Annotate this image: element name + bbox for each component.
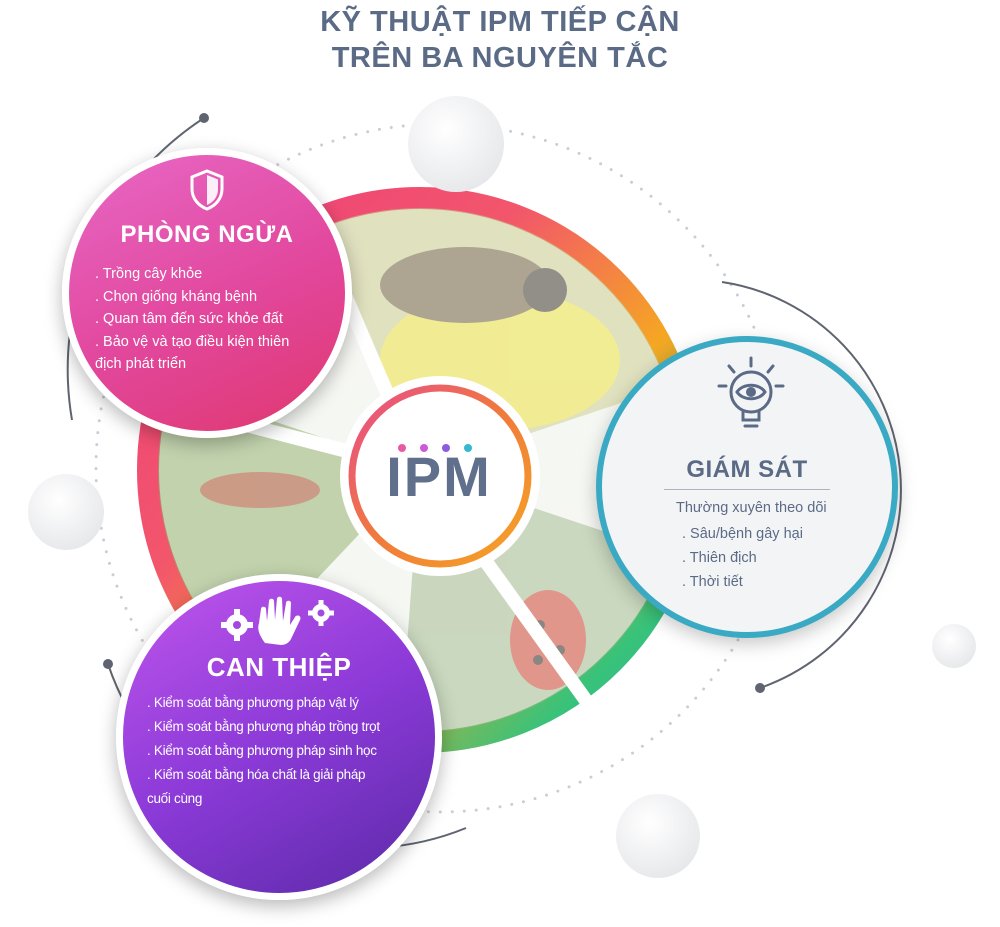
arc-right	[721, 281, 902, 689]
list-item: . Thiên địch	[682, 550, 757, 566]
prevent-card: PHÒNG NGỪA . Trồng cây khỏe . Chọn giống…	[62, 148, 352, 438]
prevent-title: PHÒNG NGỪA	[120, 221, 294, 248]
intervene-card: CAN THIỆP . Kiểm soát bằng phương pháp v…	[116, 574, 442, 900]
list-item: . Kiểm soát bằng phương pháp vật lý	[147, 695, 359, 710]
gears-hand-icon	[221, 596, 334, 645]
shield-icon	[190, 169, 224, 211]
center-dot-2	[420, 444, 428, 452]
arc-end-dot	[103, 659, 113, 669]
center-label: IPM	[386, 445, 492, 508]
list-item: . Thời tiết	[682, 574, 743, 590]
monitor-divider	[664, 489, 830, 490]
list-item: địch phát triển	[95, 356, 187, 372]
monitor-title: GIÁM SÁT	[686, 456, 808, 483]
intervene-title: CAN THIỆP	[206, 652, 352, 682]
list-item: cuối cùng	[147, 791, 203, 806]
list-item: . Kiểm soát bằng hóa chất là giải pháp	[147, 767, 366, 782]
monitor-list: . Sâu/bệnh gây hại . Thiên địch . Thời t…	[682, 522, 803, 594]
decor-bubble	[28, 474, 104, 550]
title-line-2: TRÊN BA NGUYÊN TẮC	[331, 42, 669, 74]
center-dot-4	[464, 444, 472, 452]
center-ring	[348, 384, 532, 568]
center-dot-3	[442, 444, 450, 452]
list-item: . Trồng cây khỏe	[95, 266, 203, 282]
page-title: KỸ THUẬT IPM TIẾP CẬN TRÊN BA NGUYÊN TẮC	[0, 4, 1000, 76]
list-item: . Quan tâm đến sức khỏe đất	[95, 311, 283, 327]
decor-bubble	[616, 794, 700, 878]
list-item: . Chọn giống kháng bệnh	[95, 288, 258, 305]
arc-end-dot	[199, 113, 209, 123]
list-item: . Bảo vệ và tạo điều kiện thiên	[95, 333, 290, 350]
center-dot-1	[398, 444, 406, 452]
intervene-list: . Kiểm soát bằng phương pháp vật lý . Ki…	[147, 691, 380, 811]
list-item: . Kiểm soát bằng phương pháp trồng trọt	[147, 719, 380, 734]
decor-bubble	[932, 624, 976, 668]
decor-bubble	[408, 96, 504, 192]
monitor-card: GIÁM SÁT Thường xuyên theo dõi . Sâu/bện…	[596, 336, 898, 638]
title-line-1: KỸ THUẬT IPM TIẾP CẬN	[320, 6, 680, 38]
eye-lightbulb-icon	[717, 356, 785, 428]
monitor-lead: Thường xuyên theo dõi	[676, 500, 827, 516]
prevent-list: . Trồng cây khỏe . Chọn giống kháng bệnh…	[95, 263, 289, 376]
arc-end-dot	[755, 683, 765, 693]
list-item: . Kiểm soát bằng phương pháp sinh học	[147, 743, 377, 758]
list-item: . Sâu/bệnh gây hại	[682, 526, 803, 542]
